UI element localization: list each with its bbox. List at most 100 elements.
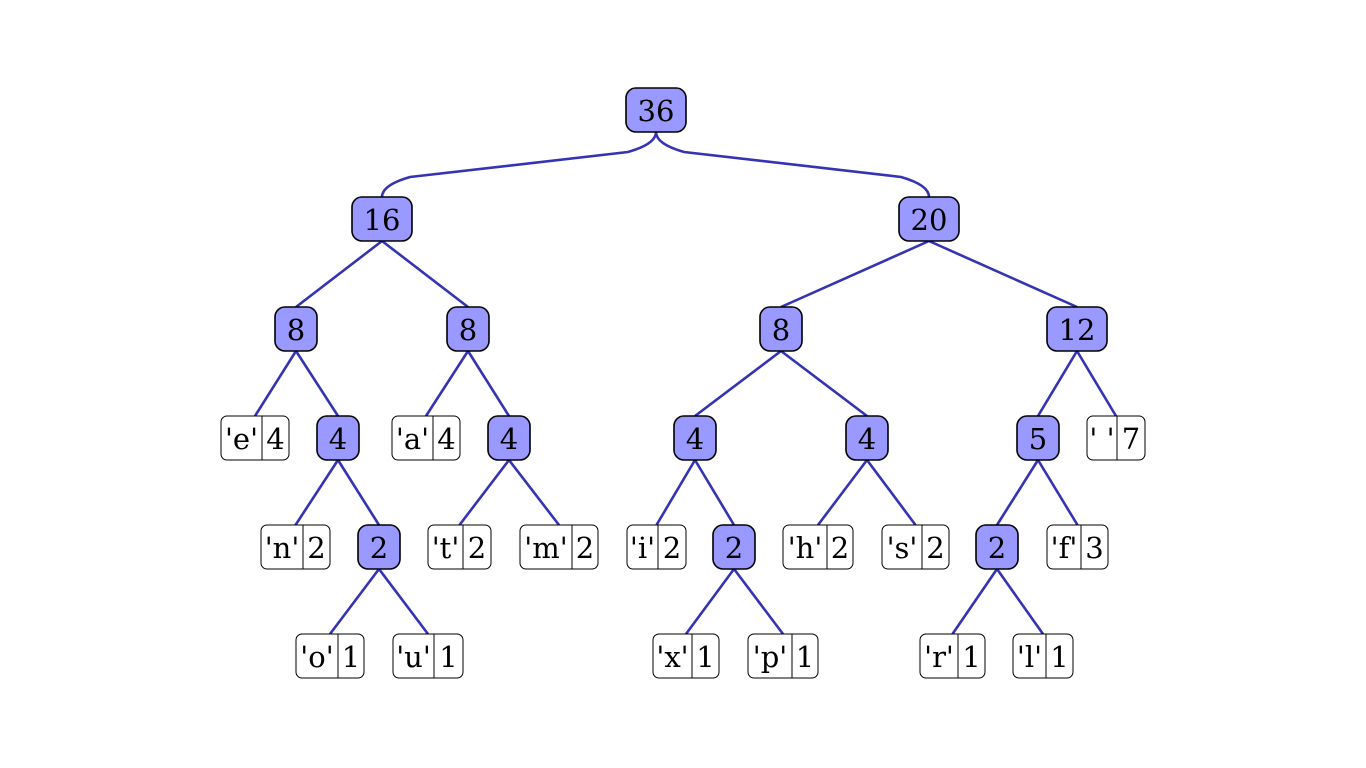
- leaf-node-box: [782, 524, 854, 570]
- leaf-node-box: [1012, 633, 1074, 679]
- leaf-count: 2: [468, 531, 486, 565]
- internal-node: 8: [274, 306, 318, 352]
- internal-node-box: [845, 415, 889, 461]
- tree-edge: [336, 459, 381, 526]
- tree-edge: [780, 239, 930, 309]
- leaf-symbol: 'l': [1017, 640, 1042, 674]
- leaf-count: 4: [266, 422, 284, 456]
- internal-node-box: [759, 306, 803, 352]
- leaf-symbol: 'e': [225, 422, 258, 456]
- leaf-node: 'a'4: [391, 415, 461, 461]
- tree-edge: [995, 459, 1040, 526]
- leaf-symbol: 'r': [924, 640, 954, 674]
- node-weight: 2: [370, 531, 388, 565]
- leaf-node: 'o' 1: [295, 633, 365, 679]
- leaf-node-box: [1086, 415, 1146, 461]
- internal-node: 36: [625, 87, 687, 133]
- node-weight: 8: [287, 313, 305, 347]
- leaf-count: 2: [307, 531, 325, 565]
- internal-node: 4: [845, 415, 889, 461]
- leaf-symbol: 'p': [753, 640, 788, 674]
- tree-edge: [1036, 459, 1079, 526]
- leaf-symbol: 'o': [300, 640, 333, 674]
- tree-edge: [377, 568, 430, 635]
- internal-node-box: [274, 306, 318, 352]
- leaf-count: 2: [926, 531, 944, 565]
- node-weight: 2: [988, 531, 1006, 565]
- internal-node-box: [446, 306, 490, 352]
- node-weight: 16: [364, 203, 401, 237]
- leaf-symbol: 'x': [656, 640, 688, 674]
- leaf-symbol: 's': [887, 531, 918, 565]
- tree-edge: [253, 350, 298, 417]
- node-weight: 36: [638, 94, 675, 128]
- leaf-symbol: 'a': [396, 422, 429, 456]
- leaf-count: 2: [663, 531, 681, 565]
- tree-edge: [294, 350, 340, 417]
- leaf-node-box: [919, 633, 986, 679]
- node-weight: 4: [500, 422, 518, 456]
- internal-node-box: [712, 524, 756, 570]
- internal-node-box: [625, 87, 687, 133]
- leaf-count: 2: [576, 531, 594, 565]
- leaf-symbol: 'f': [1051, 531, 1078, 565]
- internal-node-box: [487, 415, 531, 461]
- leaf-node: 'm' 2: [519, 524, 599, 570]
- tree-edge: [380, 131, 658, 198]
- leaf-node: 'f'3: [1046, 524, 1109, 570]
- leaf-symbol: 'n': [265, 531, 300, 565]
- tree-edge: [693, 459, 736, 526]
- tree-edge: [507, 459, 561, 526]
- node-weight: 20: [911, 203, 948, 237]
- leaf-node: 'u'1: [392, 633, 464, 679]
- internal-node-box: [1016, 415, 1060, 461]
- tree-edge: [328, 568, 381, 635]
- internal-node-box: [975, 524, 1019, 570]
- tree-edges: [253, 131, 1118, 635]
- leaf-node: 's' 2: [881, 524, 950, 570]
- leaf-node-box: [881, 524, 950, 570]
- node-weight: 12: [1059, 313, 1096, 347]
- internal-node: 5: [1016, 415, 1060, 461]
- leaf-count: 1: [962, 640, 980, 674]
- leaf-count: 1: [1050, 640, 1068, 674]
- internal-node-box: [316, 415, 360, 461]
- tree-edge: [865, 459, 917, 526]
- leaf-node-box: [392, 633, 464, 679]
- leaf-symbol: 'm': [524, 531, 567, 565]
- leaf-symbol: 't': [432, 531, 460, 565]
- tree-edge: [780, 349, 868, 418]
- leaf-node-box: [519, 524, 599, 570]
- internal-node: 4: [487, 415, 531, 461]
- leaf-count: 1: [796, 640, 814, 674]
- leaf-node: 'n'2: [260, 524, 331, 570]
- leaf-count: 4: [437, 422, 455, 456]
- node-weight: 4: [329, 422, 347, 456]
- internal-node-box: [1046, 306, 1108, 352]
- leaf-symbol: ' ': [1089, 422, 1114, 456]
- leaf-node: ' '7: [1086, 415, 1146, 461]
- leaf-node: 'p'1: [747, 633, 819, 679]
- leaf-count: 1: [696, 640, 714, 674]
- leaf-node-box: [295, 633, 365, 679]
- tree-edge: [295, 239, 383, 309]
- tree-edge: [928, 239, 1078, 309]
- internal-node: 2: [357, 524, 401, 570]
- leaf-node-box: [220, 415, 290, 461]
- leaf-node: 'l' 1: [1012, 633, 1074, 679]
- leaf-symbol: 'h': [788, 531, 823, 565]
- internal-node: 8: [446, 306, 490, 352]
- internal-node: 4: [673, 415, 717, 461]
- leaf-count: 1: [342, 640, 360, 674]
- leaf-symbol: 'u': [396, 640, 431, 674]
- leaf-count: 2: [831, 531, 849, 565]
- internal-node: 2: [975, 524, 1019, 570]
- internal-node-box: [673, 415, 717, 461]
- tree-edge: [1075, 350, 1118, 417]
- leaf-node-box: [747, 633, 819, 679]
- internal-node-box: [357, 524, 401, 570]
- leaf-node-box: [260, 524, 331, 570]
- leaf-node-box: [1046, 524, 1109, 570]
